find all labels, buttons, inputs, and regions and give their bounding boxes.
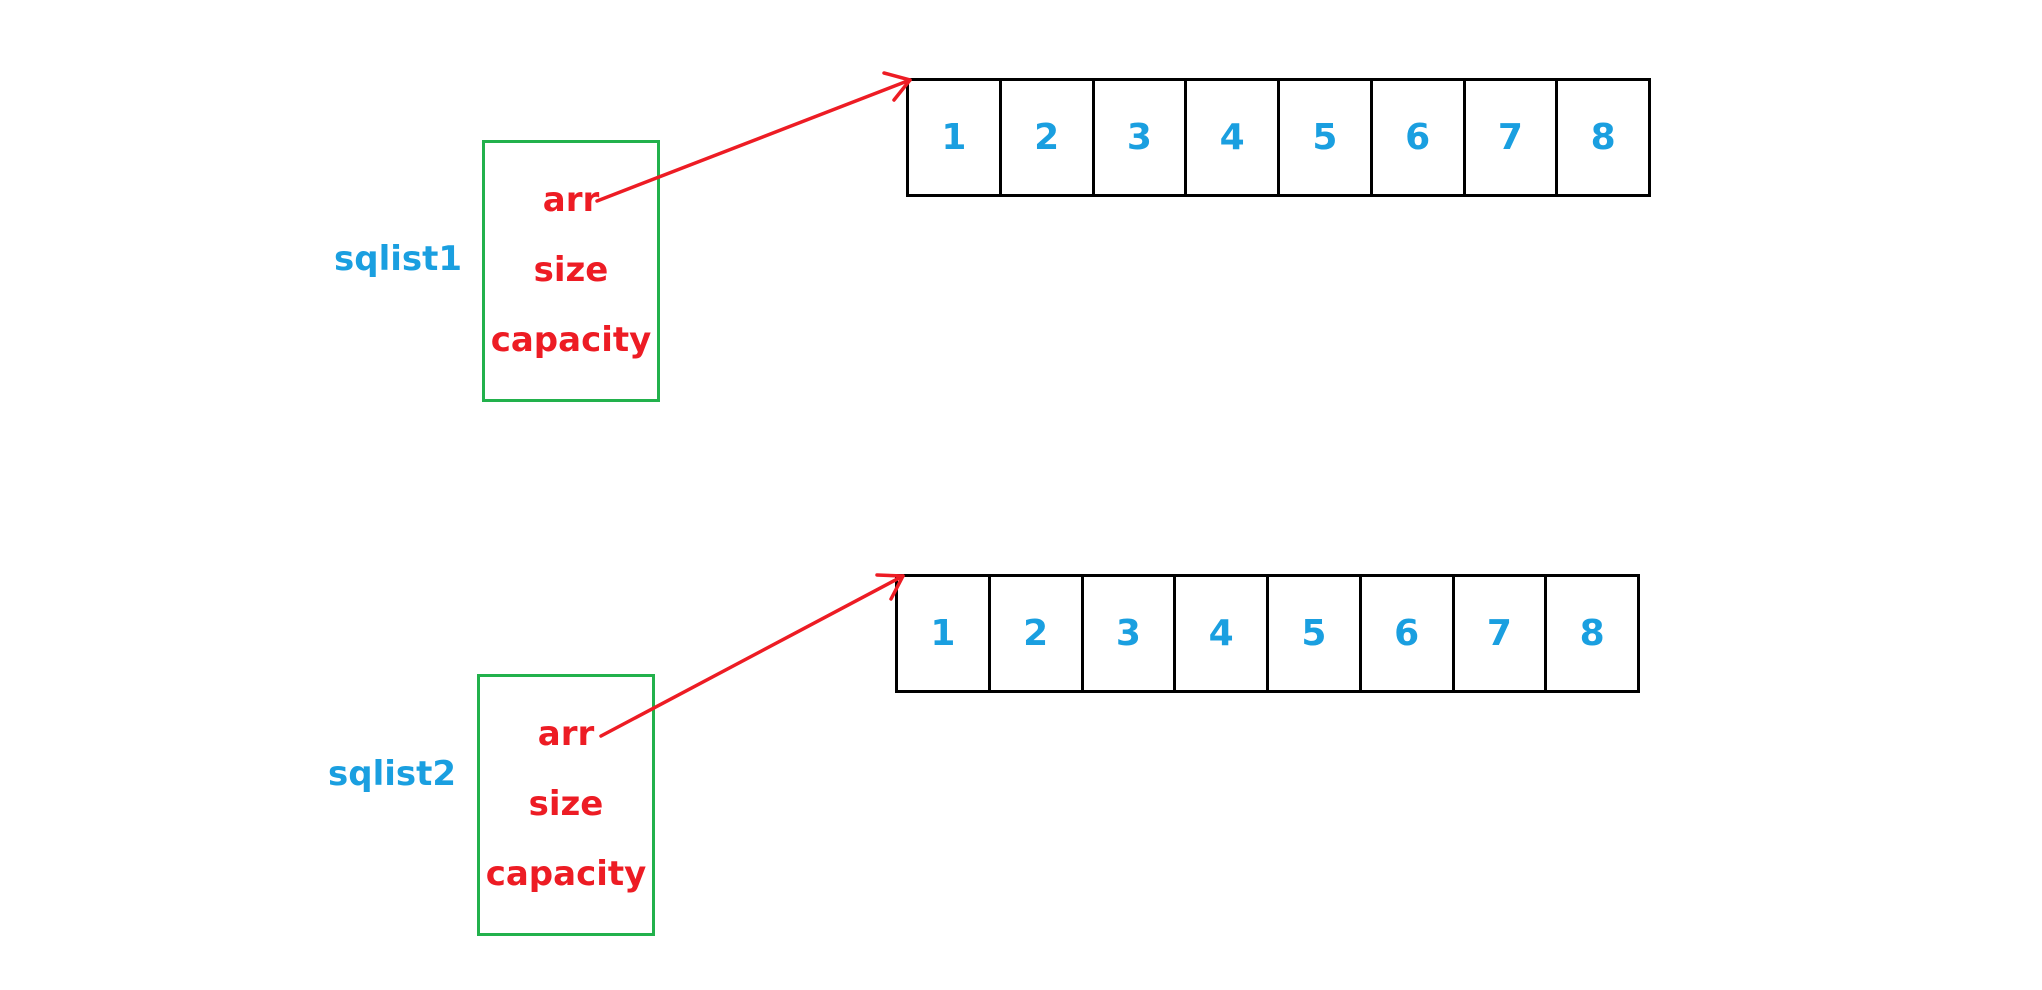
array-cell: 6 bbox=[1373, 81, 1466, 194]
array-cell: 5 bbox=[1280, 81, 1373, 194]
field-size: size bbox=[533, 250, 609, 290]
array-cell: 8 bbox=[1579, 613, 1605, 654]
array-cell: 7 bbox=[1466, 81, 1559, 194]
array-cell: 1 bbox=[898, 577, 991, 690]
struct-name-sqlist1: sqlist1 bbox=[334, 239, 463, 279]
array-cell: 4 bbox=[1187, 81, 1280, 194]
array-cell: 3 bbox=[1095, 81, 1188, 194]
array-cell: 5 bbox=[1269, 577, 1362, 690]
field-arr: arr bbox=[542, 180, 600, 220]
array-cell: 1 bbox=[909, 81, 1002, 194]
field-capacity: capacity bbox=[490, 320, 652, 360]
array-sqlist2: 1 2 3 4 5 6 7 8 bbox=[895, 574, 1640, 693]
array-cell: 4 bbox=[1176, 577, 1269, 690]
struct-box-sqlist2: arr size capacity bbox=[477, 674, 655, 936]
array-sqlist1: 1 2 3 4 5 6 7 8 bbox=[906, 78, 1651, 197]
array-cell: 2 bbox=[991, 577, 1084, 690]
array-cell: 3 bbox=[1084, 577, 1177, 690]
struct-box-sqlist1: arr size capacity bbox=[482, 140, 660, 402]
array-cell: 2 bbox=[1002, 81, 1095, 194]
field-size: size bbox=[528, 784, 604, 824]
array-cell: 6 bbox=[1362, 577, 1455, 690]
array-cell: 7 bbox=[1455, 577, 1548, 690]
field-arr: arr bbox=[537, 714, 595, 754]
struct-name-sqlist2: sqlist2 bbox=[328, 754, 457, 794]
array-cell: 8 bbox=[1590, 117, 1616, 158]
field-capacity: capacity bbox=[485, 854, 647, 894]
